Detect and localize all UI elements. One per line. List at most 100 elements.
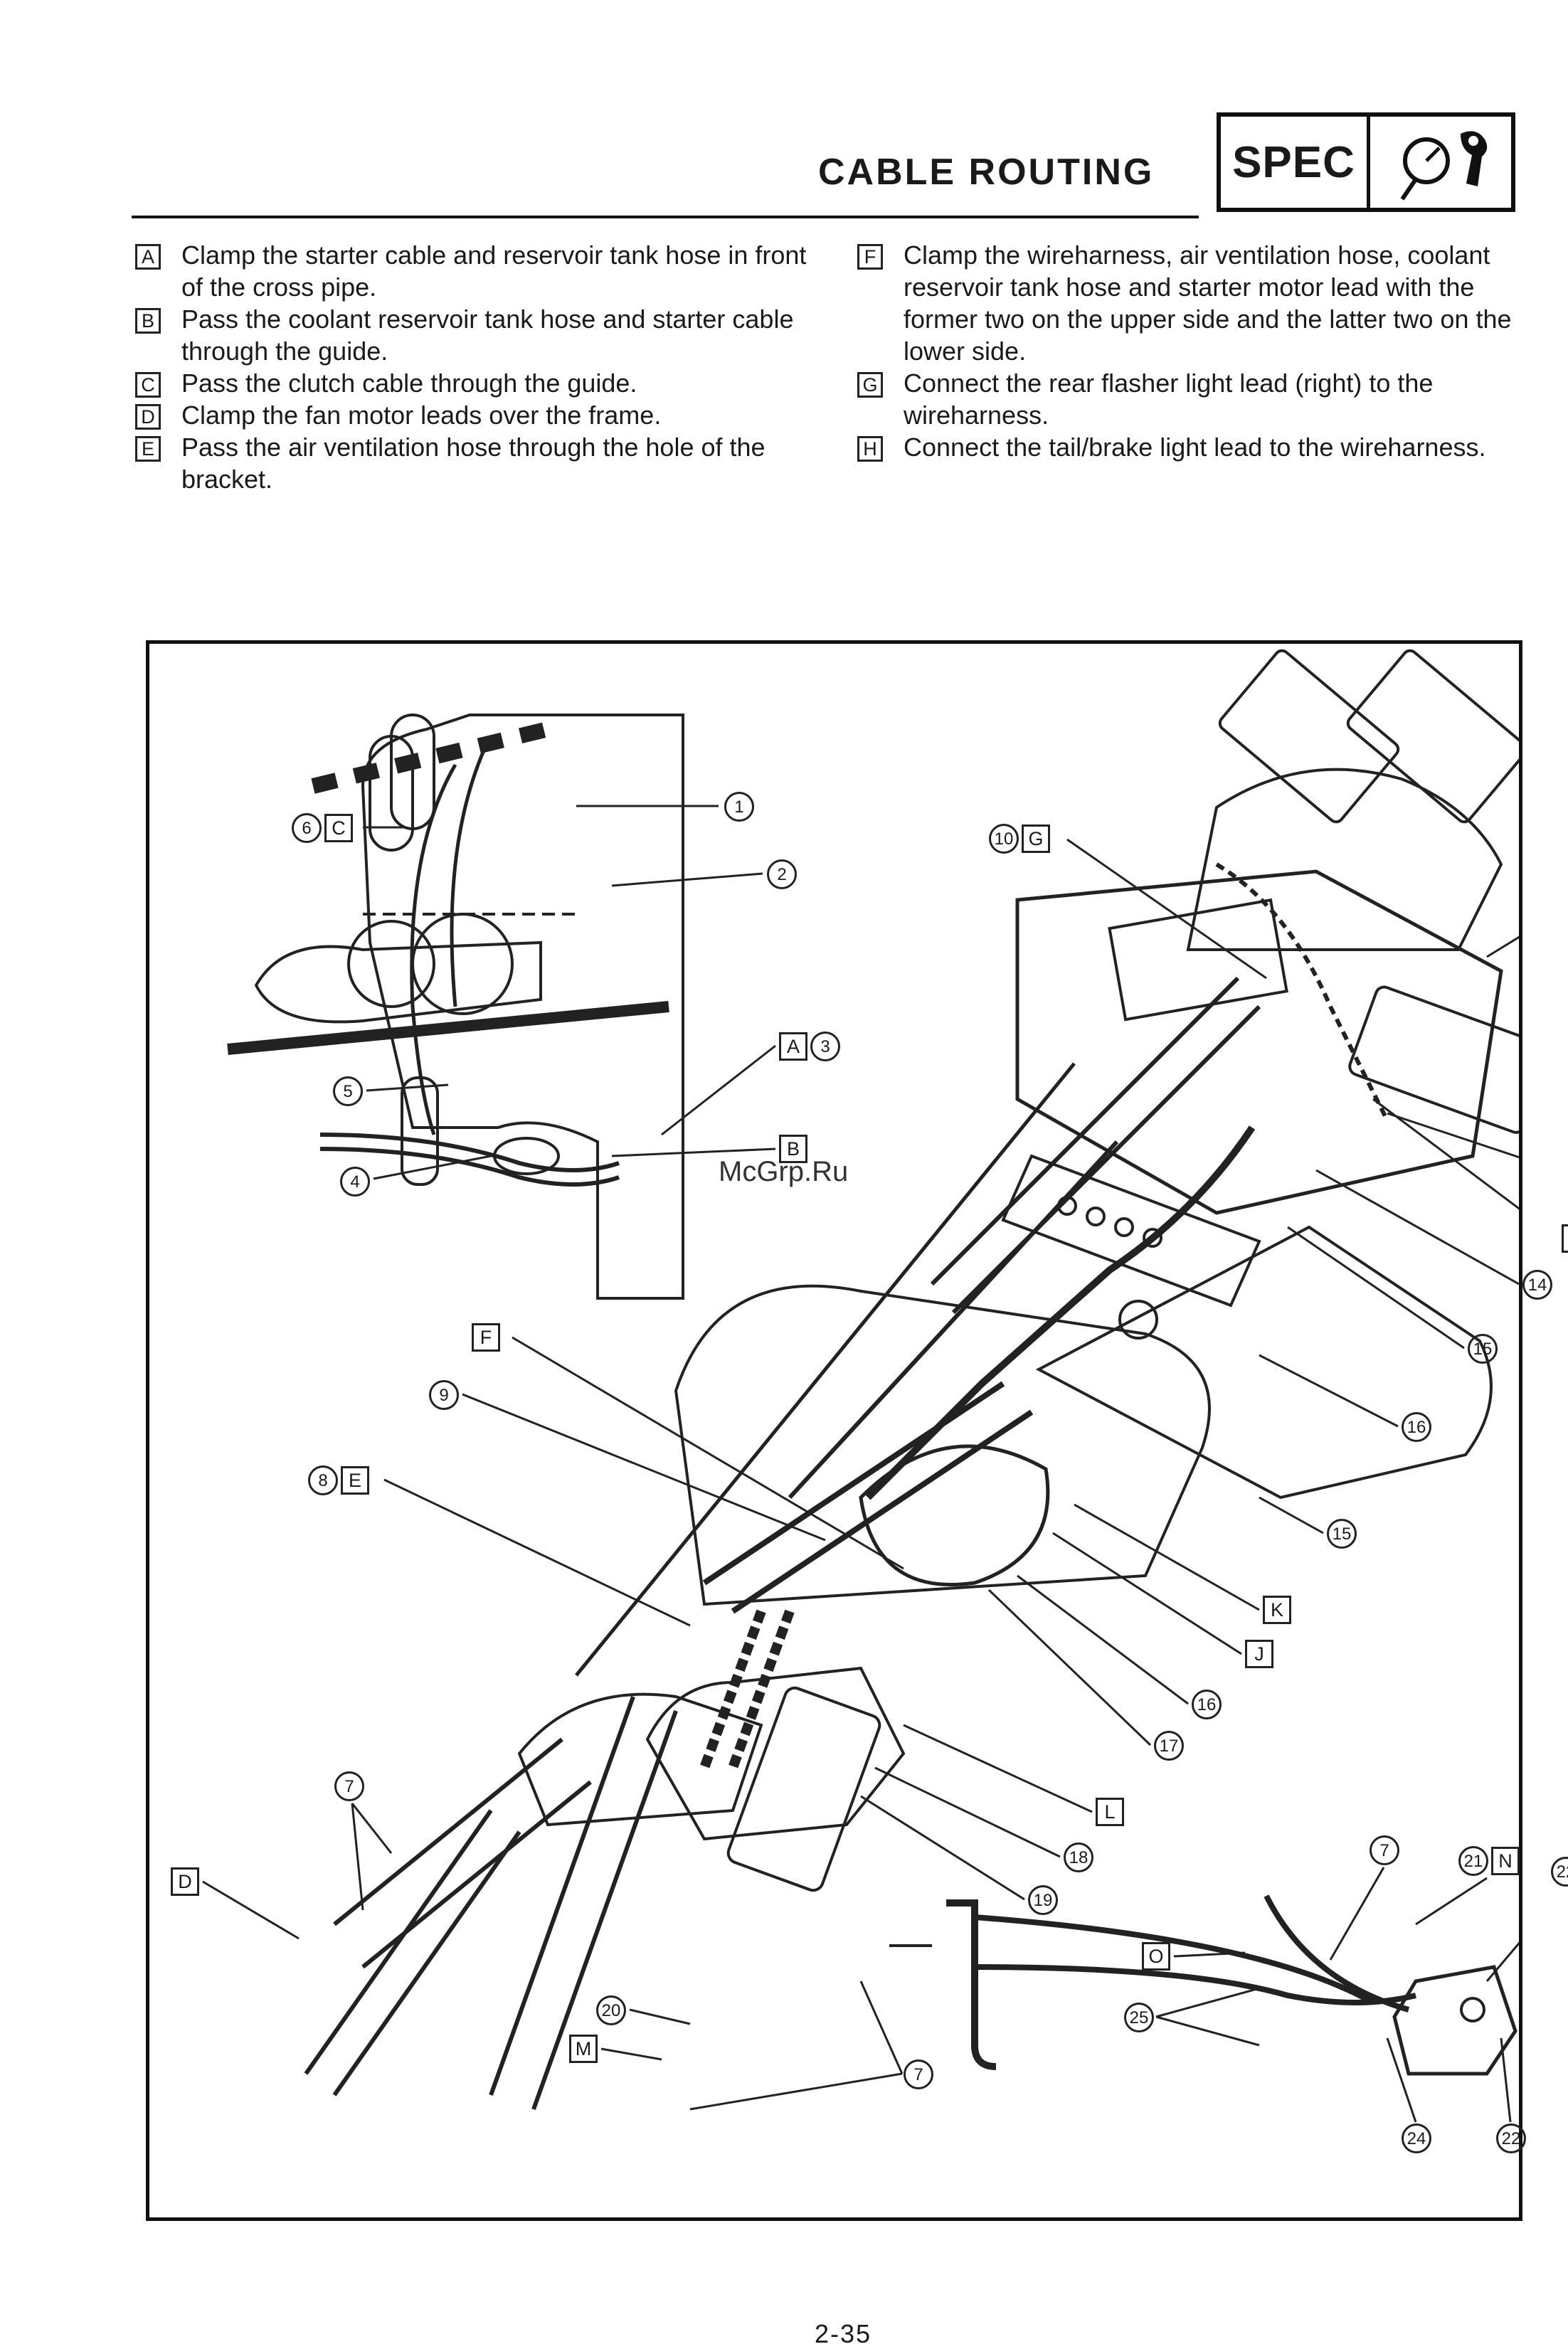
letter-box-D: D	[135, 404, 161, 430]
callout-D: D	[171, 1867, 199, 1896]
callout-25: 25	[1124, 2003, 1154, 2032]
letter-box-C: C	[135, 372, 161, 398]
callout-16: 16	[1402, 1412, 1431, 1442]
callout-box: O	[1142, 1942, 1170, 1971]
main-frame-chassis	[304, 649, 1519, 2111]
page-title: CABLE ROUTING	[818, 152, 1155, 193]
frame-illustration	[227, 649, 1519, 2111]
callout-16b: 16	[1192, 1690, 1222, 1719]
callout-number: 16	[1192, 1690, 1222, 1719]
header-rule	[132, 216, 1199, 218]
callout-17: 17	[1154, 1731, 1184, 1761]
callout-22: 22	[1551, 1857, 1568, 1887]
callout-number: 6	[292, 813, 322, 843]
callout-number: 20	[596, 1995, 626, 2025]
callout-K: K	[1263, 1596, 1291, 1624]
instruction-text: Connect the rear flasher light lead (rig…	[904, 368, 1434, 430]
instruction-C: C Pass the clutch cable through the guide…	[132, 367, 829, 399]
callout-number: 24	[1402, 2123, 1431, 2153]
spec-badge-label: SPEC	[1221, 117, 1370, 208]
callout-9: 9	[429, 1380, 459, 1410]
callout-number: 4	[340, 1167, 370, 1197]
callout-number: 7	[334, 1771, 364, 1801]
instruction-A: A Clamp the starter cable and reservoir t…	[132, 239, 829, 303]
callout-box: M	[569, 2035, 598, 2063]
callout-number: 10	[989, 824, 1019, 854]
callout-14: 14	[1522, 1270, 1552, 1300]
callout-20: 20	[596, 1995, 626, 2025]
callout-number: 16	[1402, 1412, 1431, 1442]
callout-number: 22	[1551, 1857, 1568, 1887]
letter-box-G: G	[857, 372, 883, 398]
cable-routing-diagram: 6C 1 2 A3 5 B 4 10G H 12 I13 14 15 16 F …	[146, 640, 1568, 2221]
callout-number: 14	[1522, 1270, 1552, 1300]
letter-box-B: B	[135, 308, 161, 334]
callout-box: A	[779, 1032, 807, 1061]
spec-badge: SPEC	[1217, 112, 1515, 212]
gauge-wrench-icon	[1370, 117, 1511, 208]
callout-5: 5	[333, 1076, 363, 1106]
callout-15b: 15	[1327, 1519, 1357, 1549]
letter-box-H: H	[857, 436, 883, 462]
instruction-D: D Clamp the fan motor leads over the fram…	[132, 399, 829, 431]
callout-box: J	[1245, 1640, 1273, 1668]
callout-number: 17	[1154, 1731, 1184, 1761]
callout-number: 15	[1327, 1519, 1357, 1549]
callout-box: D	[171, 1867, 199, 1896]
callout-box: G	[1022, 824, 1050, 853]
instruction-B: B Pass the coolant reservoir tank hose an…	[132, 303, 829, 367]
inset-detail-clutch-guide	[227, 714, 684, 1300]
callout-number: 25	[1124, 2003, 1154, 2032]
callout-number: 8	[308, 1465, 338, 1495]
letter-box-A: A	[135, 244, 161, 270]
callout-7b: 7	[904, 2059, 933, 2089]
callout-box: N	[1491, 1847, 1520, 1875]
callout-number: 7	[904, 2059, 933, 2089]
callout-box: C	[324, 814, 353, 842]
callout-number: 1	[724, 792, 754, 822]
callout-22b: 22	[1496, 2123, 1526, 2153]
callout-18: 18	[1064, 1842, 1093, 1872]
callout-B: B	[779, 1135, 807, 1163]
callout-19: 19	[1028, 1885, 1058, 1915]
callout-I13: I13	[1562, 1224, 1568, 1253]
callout-box: E	[341, 1466, 369, 1495]
callout-box: B	[779, 1135, 807, 1163]
callout-2: 2	[767, 859, 797, 889]
callout-number: 15	[1468, 1334, 1498, 1364]
callout-number: 2	[767, 859, 797, 889]
instruction-text: Clamp the fan motor leads over the frame…	[181, 401, 662, 430]
callout-24: 24	[1402, 2123, 1431, 2153]
instruction-text: Connect the tail/brake light lead to the…	[904, 433, 1486, 462]
instruction-text: Clamp the wireharness, air ventilation h…	[904, 240, 1512, 366]
callout-number: 21	[1458, 1846, 1488, 1876]
callout-4: 4	[340, 1167, 370, 1197]
instruction-H: H Connect the tail/brake light lead to th…	[854, 431, 1530, 463]
callout-number: 19	[1028, 1885, 1058, 1915]
callout-1: 1	[724, 792, 754, 822]
callout-7c: 7	[1370, 1835, 1399, 1865]
callout-number: 9	[429, 1380, 459, 1410]
callout-box: L	[1096, 1798, 1124, 1826]
instruction-text: Pass the clutch cable through the guide.	[181, 368, 637, 398]
watermark: McGrp.Ru	[719, 1156, 849, 1187]
instructions-left: A Clamp the starter cable and reservoir t…	[132, 239, 829, 495]
callout-7a: 7	[334, 1771, 364, 1801]
callout-number: 22	[1496, 2123, 1526, 2153]
callout-number: 5	[333, 1076, 363, 1106]
callout-L: L	[1096, 1798, 1124, 1826]
callout-number: 3	[810, 1032, 840, 1061]
instruction-text: Pass the coolant reservoir tank hose and…	[181, 304, 794, 366]
callout-F: F	[472, 1323, 500, 1352]
callout-number: 7	[1370, 1835, 1399, 1865]
instruction-text: Clamp the starter cable and reservoir ta…	[181, 240, 807, 302]
callout-J: J	[1245, 1640, 1273, 1668]
instruction-text: Pass the air ventilation hose through th…	[181, 433, 766, 494]
